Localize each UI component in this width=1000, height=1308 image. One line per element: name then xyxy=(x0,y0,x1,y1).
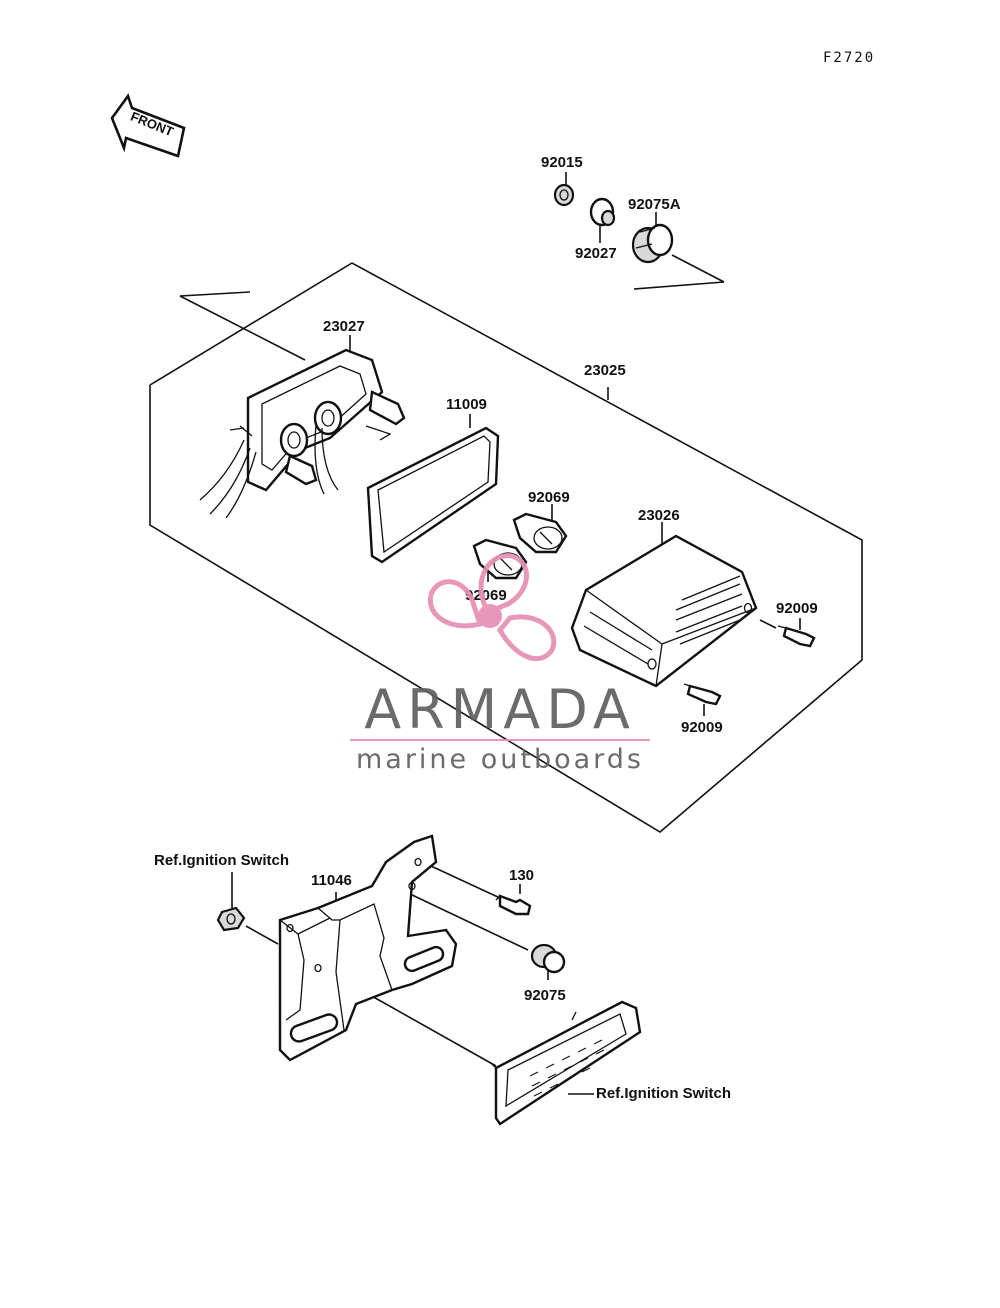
lamp-housing-23027[interactable] xyxy=(199,335,406,519)
bulb-92069-a[interactable] xyxy=(512,504,568,554)
reflector-ref-right[interactable] xyxy=(491,1000,642,1126)
propeller-logo-icon xyxy=(427,553,557,662)
nut-92015[interactable] xyxy=(553,183,575,207)
diagram-code: F2720 xyxy=(823,50,875,66)
label-92027: 92027 xyxy=(575,245,617,262)
label-23026: 23026 xyxy=(638,507,680,524)
label-92009-b: 92009 xyxy=(681,719,723,736)
gasket-11009[interactable] xyxy=(366,414,500,564)
screw-92009-b[interactable] xyxy=(683,683,722,716)
label-ref-ignition-left: Ref.Ignition Switch xyxy=(154,852,289,869)
label-23025: 23025 xyxy=(584,362,626,379)
label-11009: 11009 xyxy=(446,396,487,413)
taillight-assembly-frame xyxy=(149,262,863,833)
label-92069-b: 92069 xyxy=(465,587,507,604)
watermark: ARMADA marine outboards xyxy=(350,553,650,775)
bolt-130[interactable] xyxy=(495,894,532,916)
label-92075A: 92075A xyxy=(628,196,681,213)
grommet-92075[interactable] xyxy=(530,943,566,974)
front-arrow-icon: FRONT xyxy=(110,93,186,158)
watermark-brand: ARMADA xyxy=(364,678,636,741)
watermark-tagline: marine outboards xyxy=(356,744,644,775)
label-23027: 23027 xyxy=(323,318,365,335)
label-92075: 92075 xyxy=(524,987,566,1004)
collar-92027[interactable] xyxy=(589,197,616,227)
label-130: 130 xyxy=(509,867,534,884)
label-92009-a: 92009 xyxy=(776,600,818,617)
nut-ref-left[interactable] xyxy=(216,906,246,932)
license-bracket-11046[interactable] xyxy=(278,834,458,1062)
screw-92009-a[interactable] xyxy=(759,618,816,648)
label-11046: 11046 xyxy=(311,872,352,889)
label-ref-ignition-right: Ref.Ignition Switch xyxy=(596,1085,731,1102)
label-92015: 92015 xyxy=(541,154,583,171)
tail-lens-23026[interactable] xyxy=(570,522,758,688)
grommet-92075A[interactable] xyxy=(631,223,674,264)
label-92069-a: 92069 xyxy=(528,489,570,506)
